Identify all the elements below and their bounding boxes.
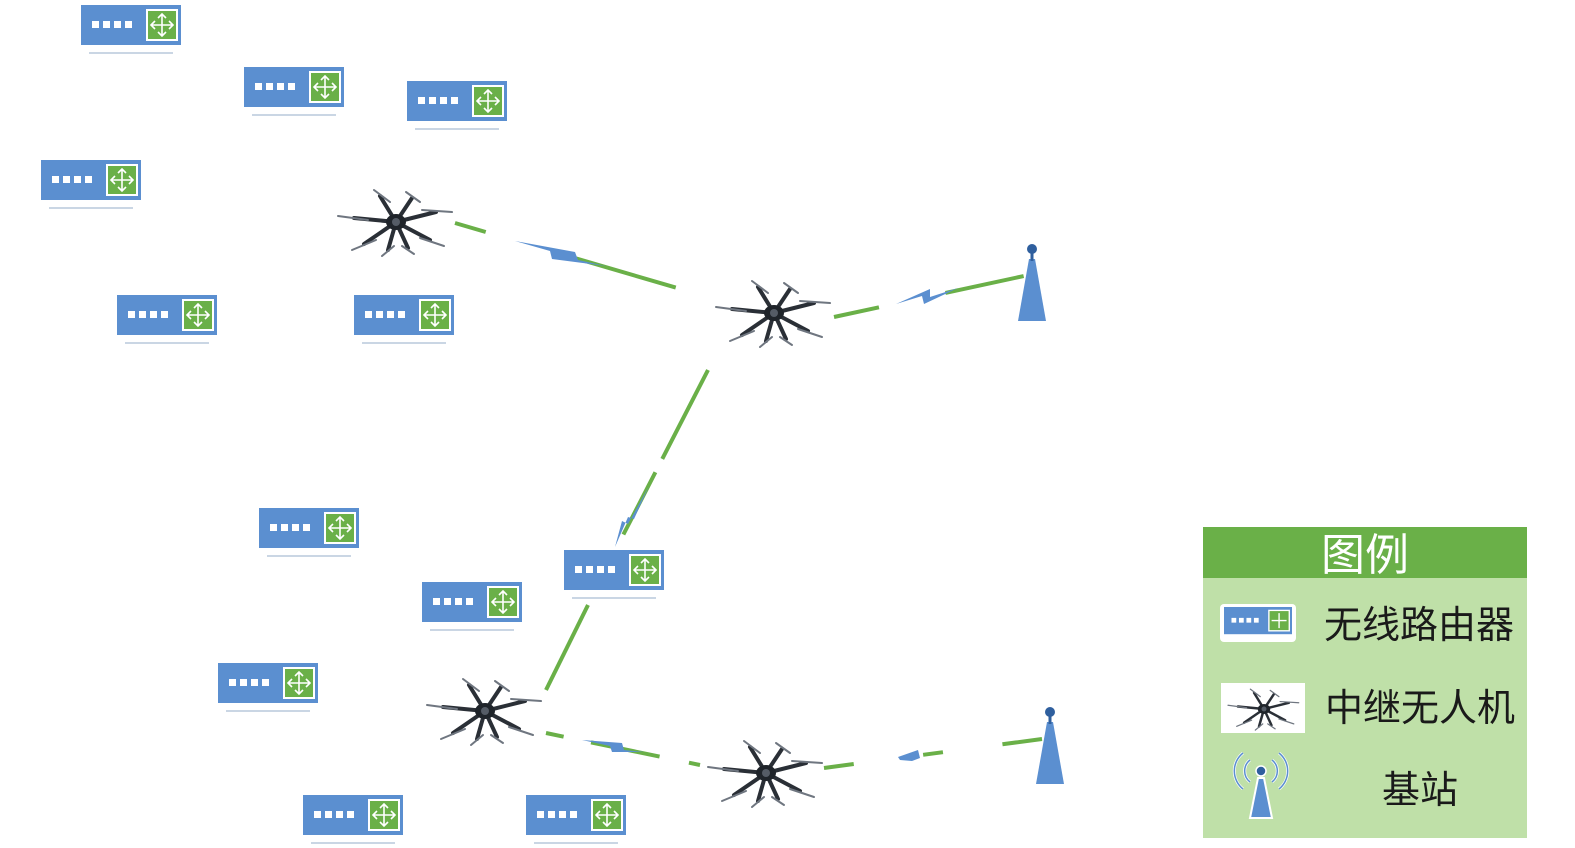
legend-title: 图例 (1321, 530, 1409, 581)
wireless-router-icon (258, 507, 360, 557)
link-d4-b2 (823, 737, 1043, 770)
relay-drone-icon (425, 677, 543, 747)
wireless-router-icon (80, 4, 182, 54)
signal-bolt-5 (898, 750, 920, 761)
relay-drone-icon (336, 188, 454, 258)
wireless-router-icon (406, 80, 508, 130)
link-d2-b1 (833, 274, 1025, 319)
legend-header (1203, 527, 1527, 578)
wireless-router-icon (1224, 607, 1292, 635)
wireless-router-icon (116, 294, 218, 344)
wireless-router-icon (421, 581, 523, 631)
wireless-router-icon (525, 794, 627, 844)
link-d1-d2 (454, 221, 709, 299)
base-station-icon (1232, 751, 1290, 819)
base-station-icon (1016, 242, 1048, 323)
signal-bolt-1 (515, 241, 606, 266)
link-d2-r12 (616, 369, 710, 546)
wireless-router-icon (563, 549, 665, 599)
wireless-router-icon (353, 294, 455, 344)
relay-drone-icon (706, 739, 824, 809)
signal-bolt-2 (896, 288, 958, 304)
base-station-icon (1034, 705, 1066, 786)
legend-label-base-station: 基站 (1382, 768, 1458, 812)
signal-bolt-4 (582, 740, 644, 752)
legend-label-router: 无线路由器 (1324, 603, 1514, 647)
wireless-router-icon (217, 662, 319, 712)
wireless-router-icon (40, 159, 142, 209)
wireless-router-icon (302, 794, 404, 844)
legend-label-drone: 中继无人机 (1325, 686, 1515, 730)
relay-drone-icon (714, 279, 832, 349)
wireless-router-icon (243, 66, 345, 116)
link-r12-d3 (544, 604, 590, 691)
legend: 图例 无线路由器 中继无人机 (1203, 527, 1527, 838)
